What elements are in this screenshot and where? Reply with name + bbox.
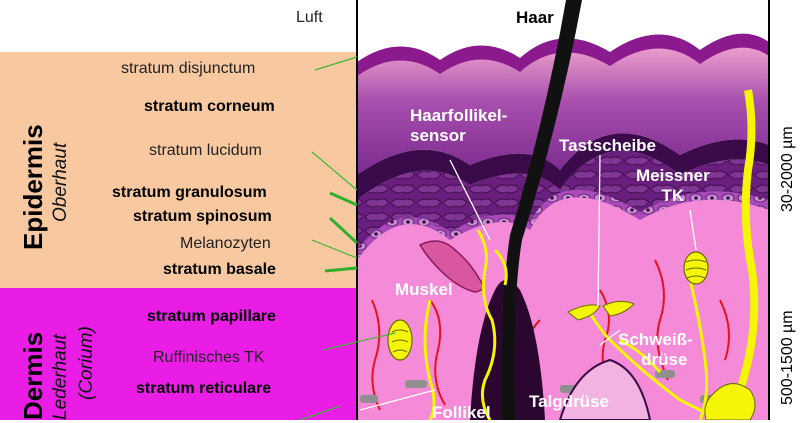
sebaceous-gland xyxy=(558,358,652,420)
label-melanocytes: Melanozyten xyxy=(180,235,271,252)
lamellar-corpuscle xyxy=(704,383,756,420)
label-follicle-sensor-line1: Haarfollikel- xyxy=(410,106,508,125)
label-follicle-sensor: Haarfollikel- sensor xyxy=(410,106,507,146)
label-stratum-spinosum: stratum spinosum xyxy=(133,208,272,225)
label-stratum-disjunctum: stratum disjunctum xyxy=(121,60,256,77)
label-meissner-line1: Meissner xyxy=(636,166,710,185)
label-sweat-gland-line1: Schweiß- xyxy=(618,330,693,349)
label-stratum-granulosum: stratum granulosum xyxy=(112,184,267,201)
stratum-granulosum xyxy=(357,133,769,200)
white-leader-lines xyxy=(359,154,697,411)
leader-lines-strong xyxy=(324,191,359,273)
label-stratum-lucidum: stratum lucidum xyxy=(149,142,262,159)
stratum-basale xyxy=(357,189,769,260)
merkel-disc-left xyxy=(567,304,601,321)
label-hair: Haar xyxy=(516,8,554,27)
leader-lines xyxy=(299,56,396,420)
label-ruffini: Ruffinisches TK xyxy=(153,349,265,366)
label-stratum-basale: stratum basale xyxy=(163,261,276,278)
label-follicle: Follikel xyxy=(432,403,491,422)
label-stratum-corneum: stratum corneum xyxy=(144,98,275,115)
label-stratum-papillare: stratum papillare xyxy=(147,308,276,325)
papillary-dermis xyxy=(357,197,769,420)
skin-block xyxy=(356,0,770,420)
merkel-disc-right xyxy=(602,300,635,317)
label-follicle-sensor-line2: sensor xyxy=(410,126,466,145)
dermis-title: Dermis xyxy=(18,331,48,420)
label-touch-disc: Tastscheibe xyxy=(559,136,657,155)
stratum-disjunctum xyxy=(357,33,769,76)
label-sweat-gland-line2: drüse xyxy=(641,350,688,369)
scale-epidermis: 30-2000 µm xyxy=(779,126,796,212)
epidermis-band xyxy=(0,52,357,288)
epidermis-title: Epidermis xyxy=(18,124,48,250)
hair-shaft xyxy=(501,0,582,420)
scale-dermis: 500-1500 µm xyxy=(779,310,796,405)
label-meissner: Meissner TK xyxy=(636,166,710,206)
label-sebaceous-gland: Talgdrüse xyxy=(529,392,609,411)
dermis-band xyxy=(0,288,357,420)
label-stratum-reticulare: stratum reticulare xyxy=(136,380,272,397)
stratum-corneum xyxy=(357,41,769,175)
dermis-subtitle-corium: (Corium) xyxy=(76,326,97,400)
dermis-subtitle: Lederhaut xyxy=(50,334,71,420)
label-air: Luft xyxy=(296,9,323,26)
label-muscle: Muskel xyxy=(395,280,453,299)
epidermis-subtitle: Oberhaut xyxy=(50,142,71,222)
label-sweat-gland: Schweiß- drüse xyxy=(618,330,693,370)
label-meissner-line2: TK xyxy=(661,186,685,205)
